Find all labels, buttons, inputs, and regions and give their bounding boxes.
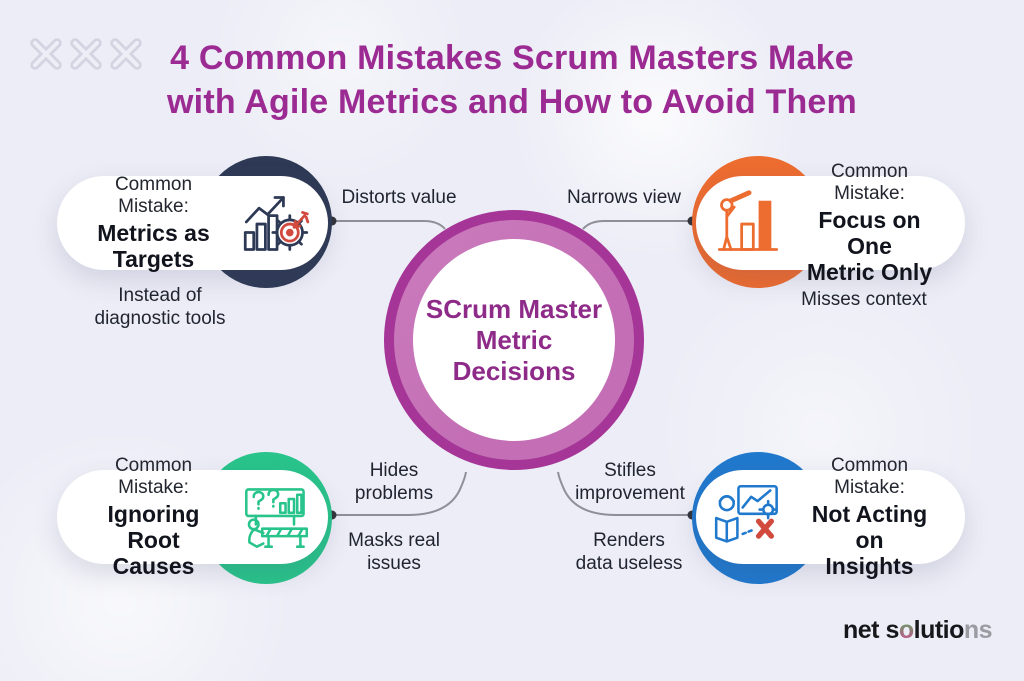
decorative-crosses-icon bbox=[30, 38, 142, 70]
mistake-title-line: Insights bbox=[825, 553, 914, 579]
mistake-card-text: Common Mistake: Metrics as Targets bbox=[57, 174, 234, 272]
mistake-title-line: Targets bbox=[112, 246, 195, 272]
bar-chart-growth-target-gear-icon bbox=[234, 181, 318, 265]
center-node-label: SCrum Master Metric Decisions bbox=[413, 239, 615, 441]
center-node: SCrum Master Metric Decisions bbox=[384, 210, 644, 470]
mistake-kicker: Common Mistake: bbox=[114, 174, 193, 217]
center-label-line-2: Metric bbox=[475, 324, 553, 355]
person-telescope-bar-chart-icon bbox=[706, 181, 790, 265]
connector-bottom-right bbox=[557, 471, 692, 516]
page-title-line-2: with Agile Metrics and How to Avoid Them bbox=[167, 83, 857, 121]
mistake-title-line: Metrics as bbox=[97, 220, 210, 246]
mistake-card-text: Common Mistake: Focus on One Metric Only bbox=[790, 161, 965, 285]
mistake-card-focus-on-one-metric: Common Mistake: Focus on One Metric Only bbox=[696, 161, 965, 285]
center-label-line-1: SCrum Master bbox=[425, 293, 603, 324]
mistake-title-line: Causes bbox=[112, 553, 195, 579]
logo-gradient-o: o bbox=[898, 616, 914, 644]
connector-bottom-left bbox=[332, 471, 467, 516]
mistake-title-line: Ignoring Root bbox=[107, 501, 200, 553]
net-solutions-logo: net solutions bbox=[843, 616, 993, 645]
logo-text-dark: net s bbox=[843, 616, 899, 644]
mistake-card-metrics-as-targets: Common Mistake: Metrics as Targets bbox=[57, 174, 328, 272]
mistake-card-text: Common Mistake: Not Acting on Insights bbox=[790, 455, 965, 579]
person-question-chart-board-icon bbox=[234, 475, 318, 559]
connector-top-left bbox=[332, 220, 446, 230]
connector-top-right bbox=[582, 220, 692, 230]
connector-label-narrows-view: Narrows view bbox=[566, 187, 682, 208]
mistake-title-line: Not Acting on bbox=[811, 501, 928, 553]
mistake-kicker: Common Mistake: bbox=[114, 455, 193, 498]
logo-text-dark: lutio bbox=[913, 616, 965, 644]
mistake-title-line: Focus on One bbox=[818, 207, 921, 259]
mistake-kicker: Common Mistake: bbox=[830, 455, 909, 498]
connector-label-masks-real-issues: Masks real issues bbox=[348, 530, 440, 574]
person-reading-chart-x-icon bbox=[706, 475, 790, 559]
mistake-kicker: Common Mistake: bbox=[830, 161, 909, 204]
connector-label-hides-problems: Hides problems bbox=[354, 460, 434, 504]
mistake-card-not-acting-on-insights: Common Mistake: Not Acting on Insights bbox=[696, 455, 965, 579]
caption-instead-of-diagnostic-tools: Instead of diagnostic tools bbox=[94, 285, 226, 329]
connector-label-stifles-improvement: Stifles improvement bbox=[575, 460, 685, 504]
mistake-card-text: Common Mistake: Ignoring Root Causes bbox=[57, 455, 234, 579]
mistake-card-ignoring-root-causes: Common Mistake: Ignoring Root Causes bbox=[57, 455, 328, 579]
mistake-title-line: Metric Only bbox=[806, 259, 933, 285]
page-title: 4 Common Mistakes Scrum Masters Make wit… bbox=[0, 36, 1024, 124]
caption-misses-context: Misses context bbox=[801, 289, 927, 310]
center-label-line-3: Decisions bbox=[452, 355, 576, 386]
page-title-line-1: 4 Common Mistakes Scrum Masters Make bbox=[170, 39, 854, 77]
logo-text-gray: ns bbox=[963, 616, 993, 644]
connector-label-distorts-value: Distorts value bbox=[341, 187, 457, 208]
connector-label-renders-data-useless: Renders data useless bbox=[575, 530, 683, 574]
